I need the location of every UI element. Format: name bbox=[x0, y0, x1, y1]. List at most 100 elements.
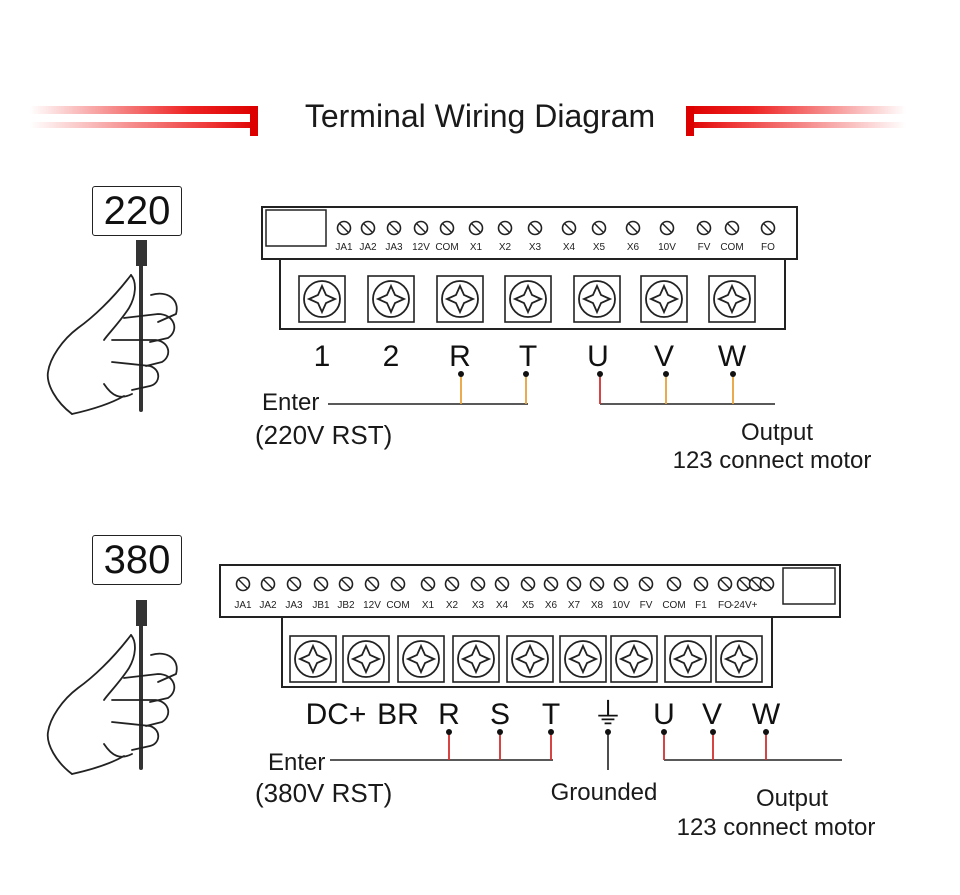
signal-screw-slot bbox=[669, 579, 679, 589]
power-screw-icon bbox=[509, 280, 547, 318]
signal-screw-slot bbox=[751, 579, 761, 589]
power-screw-slot bbox=[460, 643, 492, 675]
power-terminal-label: 1 bbox=[314, 340, 331, 373]
wire-dot bbox=[548, 729, 554, 735]
signal-terminal-label: X3 bbox=[472, 600, 485, 611]
signal-terminal-label: X7 bbox=[568, 600, 581, 611]
signal-terminal-label: FV bbox=[698, 242, 711, 253]
page-title: Terminal Wiring Diagram bbox=[304, 98, 656, 134]
signal-screw-slot bbox=[447, 579, 457, 589]
power-screw-slot bbox=[567, 643, 599, 675]
hand-illustration-220 bbox=[46, 240, 178, 415]
power-screw-icon bbox=[457, 640, 495, 678]
signal-screw-slot bbox=[628, 223, 638, 233]
power-screw-icon bbox=[713, 280, 751, 318]
power-screw-icon bbox=[402, 640, 440, 678]
power-terminal-label: DC+ bbox=[306, 698, 367, 731]
wire-dot bbox=[605, 729, 611, 735]
signal-terminal-label: COM bbox=[435, 242, 458, 253]
signal-screw-slot bbox=[471, 223, 481, 233]
signal-screw-slot bbox=[641, 579, 651, 589]
signal-terminal-label: COM bbox=[662, 600, 685, 611]
signal-terminal-label: 10V bbox=[612, 600, 630, 611]
power-terminal-label: ⏚ bbox=[593, 698, 623, 731]
signal-terminal-label: X8 bbox=[591, 600, 604, 611]
signal-screw-slot bbox=[546, 579, 556, 589]
wire-dot bbox=[523, 371, 529, 377]
power-screw-icon bbox=[294, 640, 332, 678]
signal-terminal-label: X2 bbox=[446, 600, 459, 611]
wire-dot bbox=[497, 729, 503, 735]
signal-screw-slot bbox=[367, 579, 377, 589]
signal-terminal-label: X5 bbox=[522, 600, 535, 611]
signal-terminal-label: X1 bbox=[422, 600, 435, 611]
power-terminal-label: S bbox=[490, 698, 510, 731]
signal-screw-slot bbox=[592, 579, 602, 589]
signal-screw-slot bbox=[416, 223, 426, 233]
signal-terminal-label: JA3 bbox=[285, 600, 303, 611]
signal-terminal-label: JB1 bbox=[312, 600, 330, 611]
signal-screw-slot bbox=[389, 223, 399, 233]
signal-screw-slot bbox=[473, 579, 483, 589]
signal-terminal-label: X5 bbox=[593, 242, 606, 253]
title-decoration-right bbox=[686, 100, 906, 136]
power-screw-icon bbox=[303, 280, 341, 318]
input-sub-380: (380V RST) bbox=[255, 778, 392, 808]
signal-screw-slot bbox=[727, 223, 737, 233]
signal-terminal-label: X6 bbox=[627, 242, 640, 253]
power-terminal-label: T bbox=[519, 340, 537, 373]
power-screw-slot bbox=[297, 643, 329, 675]
power-terminal-label: W bbox=[752, 698, 781, 731]
signal-screw-slot bbox=[289, 579, 299, 589]
power-screw-slot bbox=[350, 643, 382, 675]
signal-screw-slot bbox=[569, 579, 579, 589]
signal-screw-slot bbox=[363, 223, 373, 233]
power-screw-slot bbox=[672, 643, 704, 675]
ground-label-380: Grounded bbox=[551, 779, 658, 806]
power-terminal-label: V bbox=[654, 340, 674, 373]
power-screw-icon bbox=[578, 280, 616, 318]
signal-screw-slot bbox=[316, 579, 326, 589]
signal-terminal-label: COM bbox=[720, 242, 743, 253]
wire-dot bbox=[446, 729, 452, 735]
signal-terminal-label: 10V bbox=[658, 242, 676, 253]
signal-screw-slot bbox=[263, 579, 273, 589]
power-screw-icon bbox=[564, 640, 602, 678]
power-screw-icon bbox=[347, 640, 385, 678]
signal-terminal-label: X2 bbox=[499, 242, 512, 253]
signal-screw-slot bbox=[762, 579, 772, 589]
signal-terminal-label: X3 bbox=[529, 242, 542, 253]
signal-screw-slot bbox=[739, 579, 749, 589]
power-screw-icon bbox=[441, 280, 479, 318]
power-screw-icon bbox=[720, 640, 758, 678]
power-screw-slot bbox=[306, 283, 338, 315]
signal-screw-slot bbox=[238, 579, 248, 589]
wire-dot bbox=[710, 729, 716, 735]
power-terminal-label: T bbox=[542, 698, 560, 731]
input-label-220: Enter bbox=[262, 389, 319, 416]
power-screw-slot bbox=[514, 643, 546, 675]
signal-screw-slot bbox=[339, 223, 349, 233]
power-screw-slot bbox=[618, 643, 650, 675]
output-label-380: Output bbox=[756, 785, 828, 812]
wire-dot bbox=[663, 371, 669, 377]
power-terminal-label: U bbox=[587, 340, 609, 373]
signal-terminal-label: JA1 bbox=[335, 242, 353, 253]
output-label-220: Output bbox=[741, 419, 813, 446]
power-terminal-label: 2 bbox=[383, 340, 400, 373]
signal-strip-label-box-220 bbox=[265, 209, 327, 247]
signal-terminal-label: FV bbox=[640, 600, 653, 611]
power-screw-icon bbox=[615, 640, 653, 678]
signal-terminal-label: F1 bbox=[695, 600, 707, 611]
signal-screw-slot bbox=[696, 579, 706, 589]
signal-screw-slot bbox=[763, 223, 773, 233]
signal-terminal-label: FO bbox=[761, 242, 775, 253]
signal-terminal-label: -24V+ bbox=[731, 600, 758, 611]
input-sub-220: (220V RST) bbox=[255, 420, 392, 450]
signal-terminal-label: JA2 bbox=[259, 600, 277, 611]
power-screw-slot bbox=[648, 283, 680, 315]
power-screw-icon bbox=[511, 640, 549, 678]
voltage-box-380: 380 bbox=[92, 535, 182, 585]
power-screw-slot bbox=[444, 283, 476, 315]
